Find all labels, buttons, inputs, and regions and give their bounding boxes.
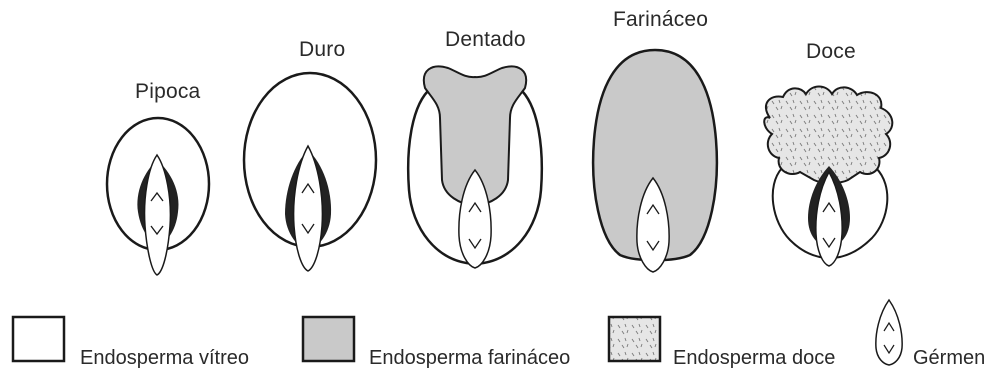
- legend-label-doce: Endosperma doce: [673, 347, 835, 370]
- legend-label-vitreo: Endosperma vítreo: [80, 347, 249, 370]
- legend-swatch-doce: [609, 317, 660, 361]
- kernel-farinaceo: [593, 50, 717, 272]
- kernel-dentado: [408, 66, 542, 268]
- kernel-pipoca: [107, 118, 209, 275]
- legend-swatch-vitreo: [13, 317, 64, 361]
- legend-label-farinaceo: Endosperma farináceo: [369, 347, 570, 370]
- legend-swatch-germen: [876, 300, 902, 365]
- kernel-doce: [764, 87, 892, 267]
- legend-swatch-farinaceo: [303, 317, 354, 361]
- legend-label-germen: Gérmen: [913, 347, 985, 370]
- kernel-duro: [244, 73, 376, 271]
